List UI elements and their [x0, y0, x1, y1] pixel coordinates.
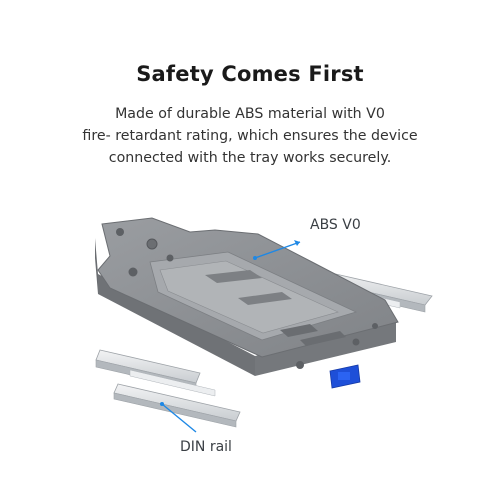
- abs-tray: [95, 217, 399, 389]
- page-title: Safety Comes First: [136, 62, 364, 86]
- callout-din-label: DIN rail: [180, 439, 232, 455]
- description-line-3: connected with the tray works securely.: [108, 150, 392, 166]
- callout-lines: [160, 240, 301, 433]
- din-clip: [329, 364, 361, 389]
- description-line-2: fire- retardant rating, which ensures th…: [82, 128, 418, 144]
- description-line-1: Made of durable ABS material with V0: [115, 106, 385, 122]
- din-rail-tray-illustration: [95, 217, 433, 433]
- callout-abs-label: ABS V0: [310, 217, 361, 233]
- description-text: Made of durable ABS material with V0 fir…: [40, 103, 460, 169]
